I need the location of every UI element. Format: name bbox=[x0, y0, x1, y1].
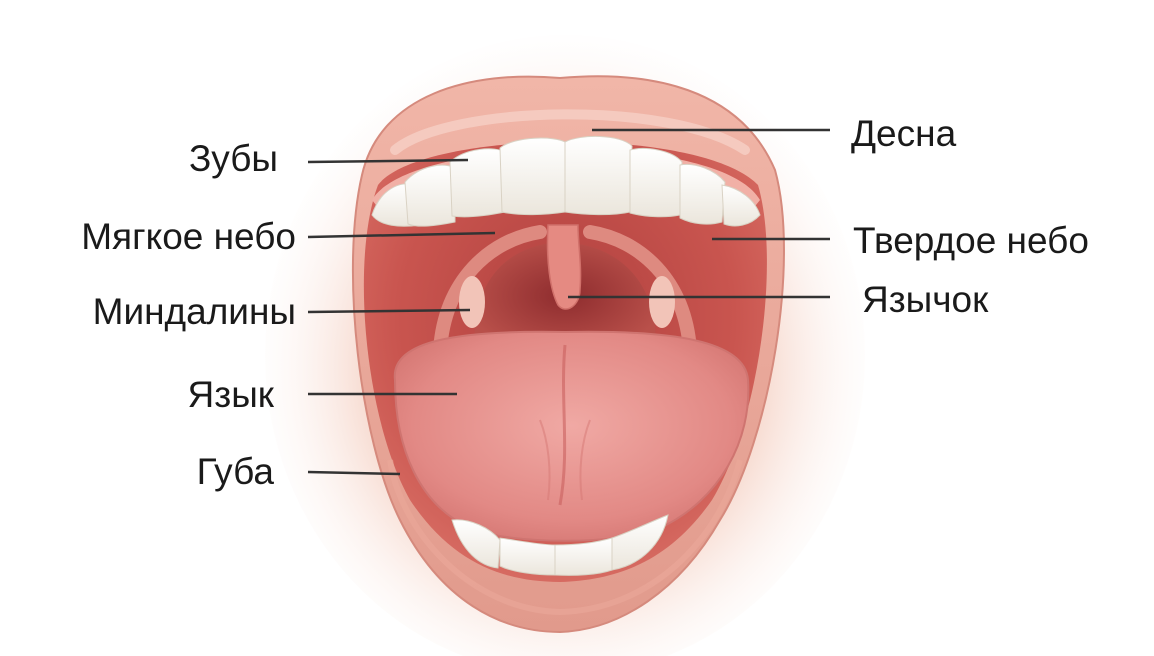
tonsil-left bbox=[459, 276, 485, 328]
label-lip: Губа bbox=[197, 453, 274, 490]
label-tongue: Язык bbox=[188, 376, 274, 413]
tonsil-right bbox=[649, 276, 675, 328]
label-tonsils: Миндалины bbox=[93, 293, 296, 330]
label-uvula: Язычок bbox=[862, 281, 988, 318]
label-teeth: Зубы bbox=[189, 140, 278, 177]
label-soft-palate: Мягкое небо bbox=[81, 218, 296, 255]
label-hard-palate: Твердое небо bbox=[853, 222, 1089, 259]
label-gum: Десна bbox=[851, 115, 956, 152]
